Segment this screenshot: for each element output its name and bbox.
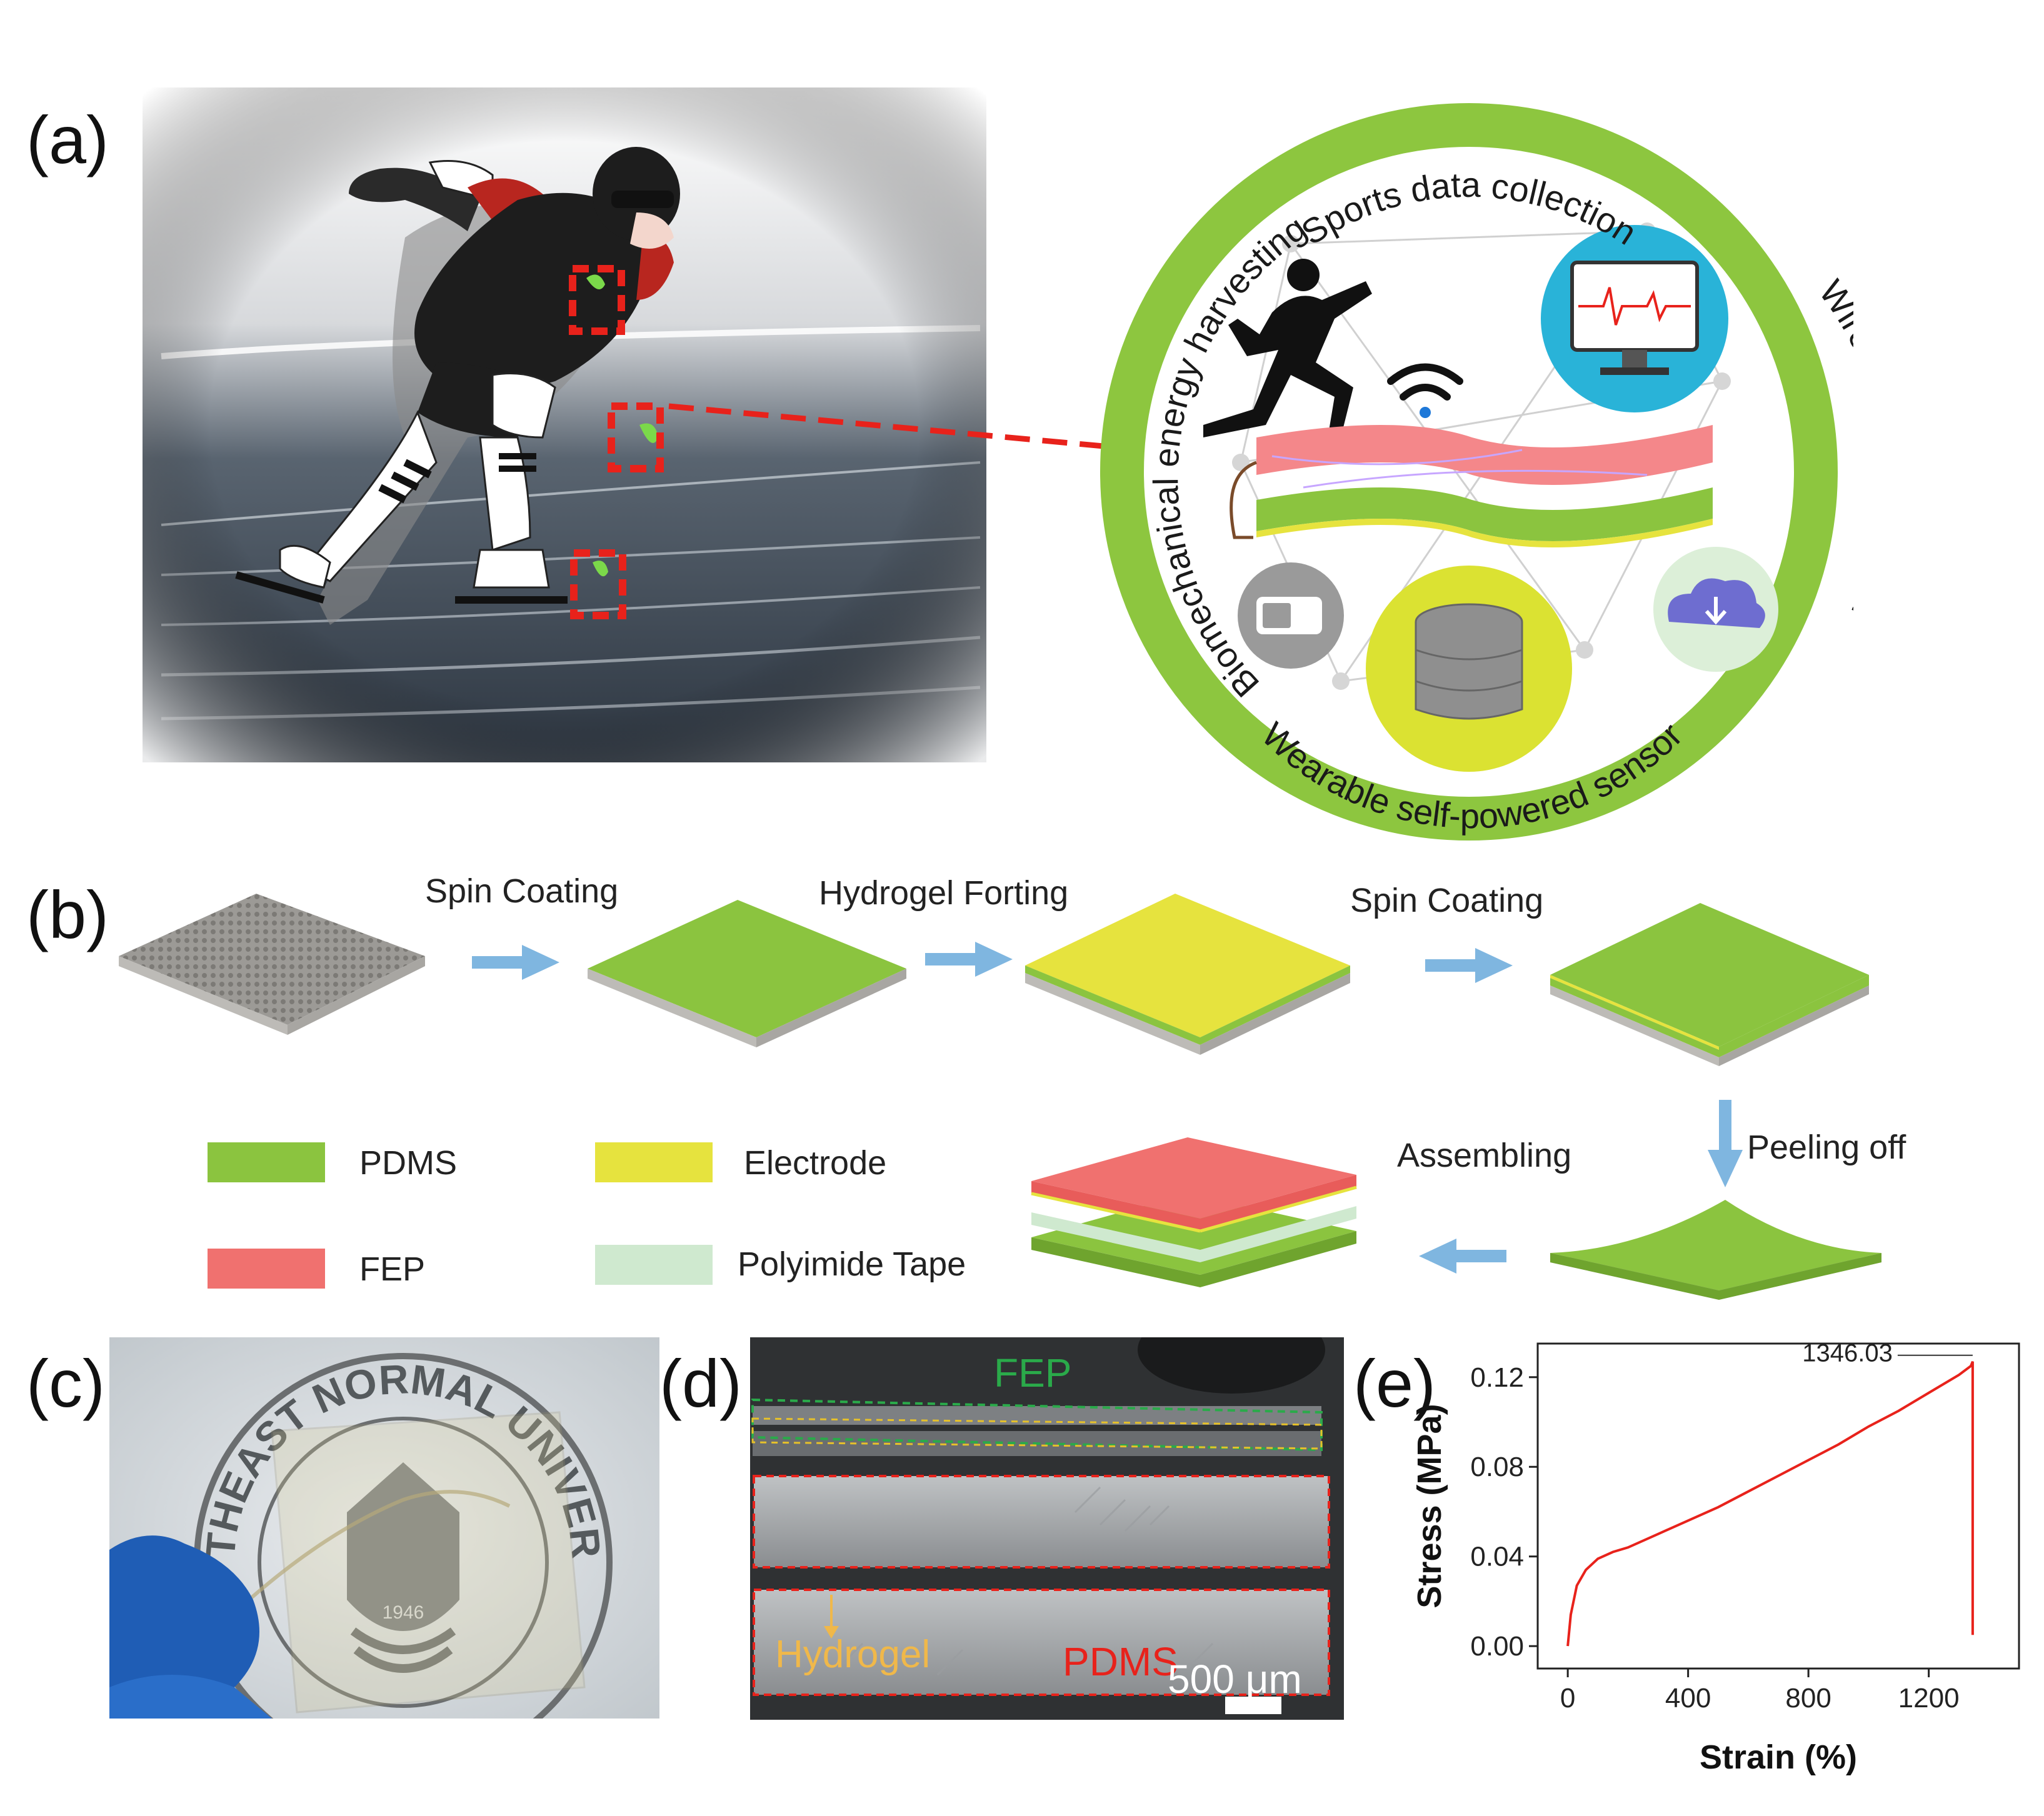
- panel-b-label: (b): [26, 877, 109, 952]
- x-tick-label: 800: [1785, 1683, 1831, 1714]
- wifi-icon: [1387, 363, 1463, 401]
- y-tick-label: 0.08: [1470, 1452, 1524, 1482]
- peeled-film: [1550, 1200, 1881, 1300]
- sem-label-hydrogel: Hydrogel: [775, 1633, 931, 1676]
- legend-swatch-polyimide-tape: [595, 1245, 713, 1285]
- legend-label-polyimide-tape: Polyimide Tape: [738, 1245, 966, 1283]
- x-tick-label: 400: [1665, 1683, 1711, 1714]
- assembled-device: [1031, 1137, 1357, 1287]
- y-tick-label: 0.12: [1470, 1362, 1524, 1393]
- step-label-assembling: Assembling: [1397, 1137, 1572, 1174]
- panel-c-label: (c): [26, 1345, 105, 1421]
- electrode-layer: [1025, 894, 1350, 1055]
- legend-swatch-fep: [208, 1249, 325, 1289]
- mold-substrate: [119, 894, 425, 1035]
- x-tick-label: 0: [1560, 1683, 1575, 1714]
- panel-a-label: (a): [26, 102, 109, 177]
- legend-swatch-pdms: [208, 1142, 325, 1182]
- plot-frame: [1536, 1342, 2020, 1670]
- y-axis-label: Stress (MPa): [1411, 1404, 1448, 1608]
- stress-strain-curve: [1566, 1360, 1974, 1647]
- x-tick-label: 1200: [1898, 1683, 1960, 1714]
- legend-label-pdms: PDMS: [359, 1144, 458, 1182]
- step-label-spin-coating-2: Spin Coating: [1350, 882, 1544, 919]
- sem-label-pdms: PDMS: [1063, 1639, 1178, 1684]
- step-label-peeling-off: Peeling off: [1747, 1129, 1906, 1166]
- seal-year: 1946: [383, 1602, 424, 1623]
- y-tick-label: 0.00: [1470, 1631, 1524, 1662]
- encapsulated-layer: [1550, 903, 1869, 1066]
- sem-label-fep: FEP: [994, 1350, 1072, 1395]
- pdms-layer: [588, 900, 906, 1047]
- overview-circle: Sports data collection Biomechanical ene…: [1085, 87, 1915, 856]
- sem-scale-bar-label: 500 μm: [1168, 1657, 1302, 1702]
- annotation-label: 1346.03: [1802, 1340, 1893, 1367]
- legend-label-fep: FEP: [359, 1250, 426, 1288]
- skater-illustration: [143, 87, 986, 762]
- legend-swatch-electrode: [595, 1142, 713, 1182]
- step-label-hydrogel-forting: Hydrogel Forting: [819, 874, 1069, 912]
- transparency-photo: NORTHEAST NORMAL UNIVERSITY 1946: [93, 1300, 659, 1772]
- y-tick-label: 0.04: [1470, 1542, 1524, 1572]
- x-axis-label: Strain (%): [1700, 1739, 1857, 1776]
- panel-e-label: (e): [1353, 1345, 1436, 1421]
- process-flow: [119, 894, 1881, 1300]
- legend-label-electrode: Electrode: [744, 1144, 887, 1182]
- step-label-spin-coating-1: Spin Coating: [425, 872, 619, 910]
- panel-d-label: (d): [659, 1345, 742, 1421]
- runner-icon: [1203, 259, 1372, 437]
